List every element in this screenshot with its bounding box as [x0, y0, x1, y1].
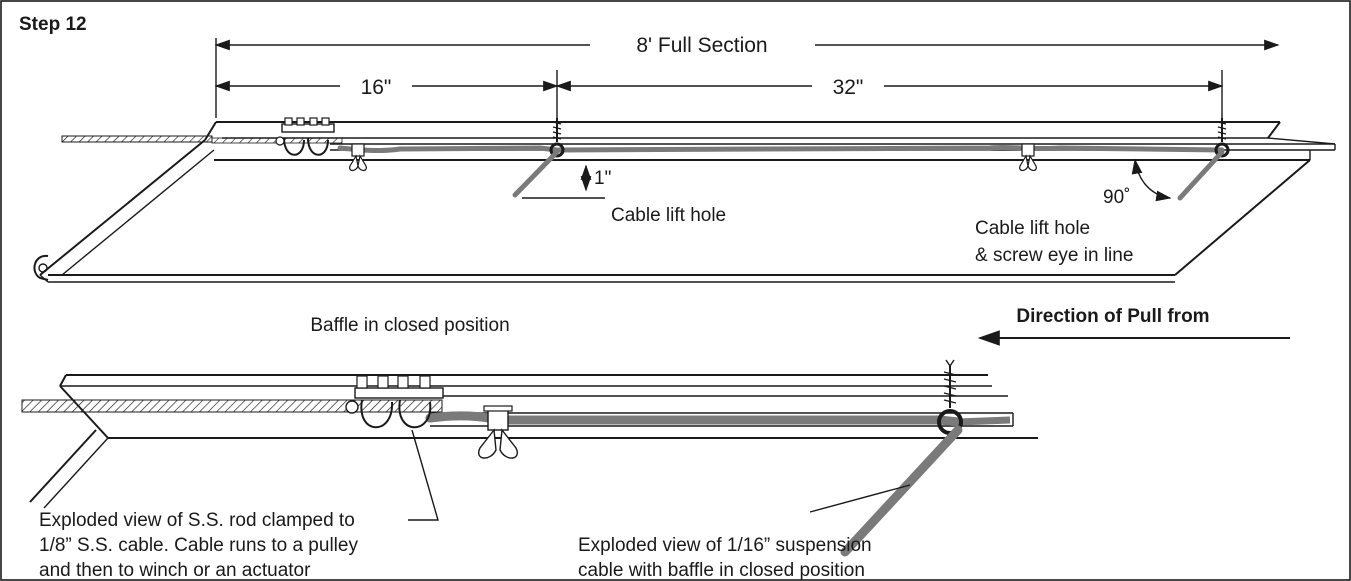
right-span-label: 32" — [833, 76, 864, 99]
upper-cable-left — [337, 145, 560, 154]
step-label: Step 12 — [19, 14, 87, 35]
dimension-lines: 8' Full Section 16" 32" — [214, 34, 1280, 120]
lift-hole-in-line-label-1: Cable lift hole — [975, 218, 1090, 239]
lower-clamp-icon — [345, 375, 444, 429]
angle-marker: 90˚ — [1103, 158, 1172, 208]
upper-panel-left-edge-inner — [61, 149, 215, 276]
full-section-label: 8' Full Section — [636, 34, 767, 57]
cable-callout-leader — [809, 484, 911, 513]
lower-wing-nut-icon — [478, 405, 518, 459]
upper-screw-eye-right-icon — [1214, 118, 1230, 158]
rod-callout-line-2: 1/8” S.S. cable. Cable runs to a pulley — [39, 535, 358, 556]
left-span-label: 16" — [361, 76, 392, 99]
lower-panel-left-edge — [59, 385, 109, 439]
lift-offset-label: 1" — [594, 168, 611, 189]
cable-callout-line-1: Exploded view of 1/16” suspension — [578, 535, 872, 556]
lift-cable-right — [1177, 149, 1225, 201]
upper-panel-left-edge-outer — [39, 139, 206, 276]
upper-cable-main — [554, 144, 1225, 153]
lift-offset-marker: 1" — [522, 164, 611, 199]
closed-position-label: Baffle in closed position — [310, 315, 509, 336]
upper-panel-right-edge — [1174, 159, 1311, 276]
lower-baffle-exploded — [21, 359, 1038, 557]
lower-rod — [21, 399, 443, 413]
pull-direction-label: Direction of Pull from — [1016, 306, 1209, 327]
rod-callout-leader — [408, 429, 439, 521]
lift-cable-left — [512, 149, 560, 198]
upper-rod — [61, 135, 213, 143]
hinge-icon — [33, 254, 49, 281]
lift-hole-in-line-label-2: & screw eye in line — [975, 245, 1133, 266]
rod-callout-line-3: and then to winch or an actuator — [39, 560, 311, 581]
upper-clamp-icon — [275, 117, 335, 156]
upper-wing-nut-right-icon — [1019, 143, 1037, 172]
rod-callout-line-1: Exploded view of S.S. rod clamped to — [39, 510, 355, 531]
cable-callout-line-2: cable with baffle in closed position — [578, 560, 865, 581]
pull-direction: Direction of Pull from — [977, 306, 1290, 346]
angle-label: 90˚ — [1103, 187, 1130, 208]
lower-lift-cable — [840, 425, 963, 557]
lower-cable-main — [425, 411, 963, 427]
upper-baffle — [33, 117, 1336, 283]
cable-lift-hole-label: Cable lift hole — [611, 205, 726, 226]
upper-screw-eye-left-icon — [549, 118, 565, 158]
upper-wing-nut-left-icon — [349, 143, 367, 172]
